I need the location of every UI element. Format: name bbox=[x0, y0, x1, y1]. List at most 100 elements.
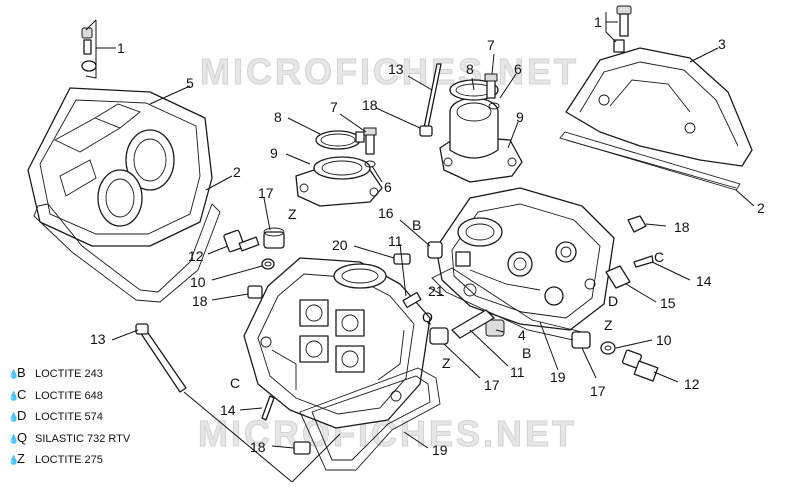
callout-21: 21 bbox=[428, 283, 444, 299]
nut-18-bottom bbox=[293, 441, 311, 455]
left-head-gasket bbox=[299, 367, 441, 471]
callout-C-right: C bbox=[654, 249, 664, 265]
legend-row-q: 💧Q SILASTIC 732 RTV bbox=[8, 427, 130, 449]
callout-14-right: 14 bbox=[696, 273, 712, 289]
callout-13-bottom: 13 bbox=[90, 331, 106, 347]
callout-6-left: 6 bbox=[384, 179, 392, 195]
sealing-washer-left bbox=[261, 258, 275, 270]
callout-9-right: 9 bbox=[516, 109, 524, 125]
callout-8-left: 8 bbox=[274, 109, 282, 125]
callout-Z-1: Z bbox=[288, 206, 297, 222]
callout-6-right: 6 bbox=[514, 61, 522, 77]
plug-left bbox=[263, 227, 285, 249]
callout-16: 16 bbox=[378, 205, 394, 221]
temperature-sensor-right bbox=[622, 349, 659, 382]
callout-Z-3: Z bbox=[442, 355, 451, 371]
callout-12-right: 12 bbox=[684, 376, 700, 392]
callout-18-top: 18 bbox=[362, 97, 378, 113]
callout-2-right: 2 bbox=[757, 200, 765, 216]
callout-19-left: 19 bbox=[432, 442, 448, 458]
callout-D: D bbox=[608, 293, 618, 309]
callout-B-2: B bbox=[522, 345, 531, 361]
callout-18-right: 18 bbox=[674, 219, 690, 235]
right-cover-screw bbox=[616, 5, 632, 37]
legend-code: B bbox=[17, 365, 26, 380]
callout-12-left: 12 bbox=[188, 248, 204, 264]
callout-11-bottom: 11 bbox=[510, 364, 525, 380]
long-stud-upper bbox=[419, 63, 442, 137]
nut-18-right-top bbox=[627, 215, 647, 233]
callout-C-left: C bbox=[230, 375, 240, 391]
legend-code: Q bbox=[17, 429, 28, 445]
callout-3: 3 bbox=[718, 36, 726, 52]
left-intake-clamp bbox=[315, 130, 365, 150]
left-flange-screw bbox=[363, 127, 377, 168]
callout-10-left: 10 bbox=[190, 274, 206, 290]
callout-10-right: 10 bbox=[656, 332, 672, 348]
bush-17-a bbox=[429, 327, 449, 345]
left-intake-flange bbox=[295, 156, 383, 207]
cap-nut-left bbox=[247, 285, 263, 299]
callout-17-right: 17 bbox=[590, 383, 606, 399]
droplet-icon: 💧 bbox=[8, 369, 20, 379]
callout-8-right: 8 bbox=[466, 61, 474, 77]
droplet-icon: 💧 bbox=[8, 433, 20, 444]
legend-row-d: 💧D LOCTITE 574 bbox=[8, 405, 130, 427]
callout-labels: 1 5 2 1 3 2 13 8 7 6 18 9 8 7 9 6 17 Z 1… bbox=[90, 14, 765, 458]
right-cylinder-head bbox=[435, 187, 615, 331]
callout-4: 4 bbox=[518, 327, 526, 343]
legend-row-b: 💧B LOCTITE 243 bbox=[8, 362, 130, 384]
leader-lines bbox=[85, 12, 755, 483]
droplet-icon: 💧 bbox=[8, 412, 20, 422]
callout-1-right: 1 bbox=[594, 14, 602, 30]
callout-2-left: 2 bbox=[233, 164, 241, 180]
legend-row-c: 💧C LOCTITE 648 bbox=[8, 384, 130, 406]
callout-17-mid: 17 bbox=[484, 377, 500, 393]
legend-code: Z bbox=[17, 451, 25, 466]
legend-text: SILASTIC 732 RTV bbox=[35, 432, 131, 445]
callout-18-left: 18 bbox=[192, 293, 208, 309]
callout-11-top: 11 bbox=[388, 233, 403, 249]
droplet-icon: 💧 bbox=[8, 390, 20, 401]
callout-13-top: 13 bbox=[388, 61, 404, 77]
callout-15: 15 bbox=[660, 295, 676, 311]
legend-text: LOCTITE 574 bbox=[35, 411, 103, 423]
legend-code: D bbox=[17, 408, 27, 423]
legend-text: LOCTITE 648 bbox=[35, 389, 103, 402]
bush-4 bbox=[485, 319, 505, 337]
left-valve-cover bbox=[27, 87, 213, 247]
watermark-top: MICROFICHES.NET bbox=[200, 51, 579, 92]
callout-Q: Q bbox=[422, 309, 433, 325]
legend-row-z: 💧Z LOCTITE 275 bbox=[8, 448, 130, 470]
left-valve-cover-gasket bbox=[33, 203, 221, 303]
left-cylinder-head bbox=[243, 257, 431, 429]
callout-19-right: 19 bbox=[550, 369, 566, 385]
bush-17-b bbox=[571, 331, 591, 349]
washer-10-right bbox=[600, 341, 616, 355]
callout-20: 20 bbox=[332, 237, 348, 253]
legend-code: C bbox=[17, 386, 27, 402]
callout-Z-2: Z bbox=[604, 317, 613, 333]
plate-11 bbox=[451, 309, 495, 339]
long-stud-lower bbox=[135, 323, 187, 393]
fitting-15 bbox=[605, 265, 631, 289]
callout-17-left: 17 bbox=[258, 185, 274, 201]
stud-14-right bbox=[633, 255, 654, 268]
callout-14-left: 14 bbox=[220, 402, 236, 418]
callout-5: 5 bbox=[186, 75, 194, 91]
callout-B-1: B bbox=[412, 217, 421, 233]
right-intake-flange bbox=[439, 97, 523, 183]
left-cover-screws bbox=[81, 27, 97, 72]
dowel-16 bbox=[427, 241, 443, 259]
right-flange-screw bbox=[484, 73, 500, 110]
callout-7-right: 7 bbox=[487, 37, 495, 53]
callout-9-left: 9 bbox=[270, 145, 278, 161]
legend-text: LOCTITE 243 bbox=[35, 368, 103, 380]
droplet-icon: 💧 bbox=[8, 455, 20, 465]
right-valve-cover-gasket bbox=[559, 131, 741, 191]
callout-1-left: 1 bbox=[117, 40, 125, 56]
temperature-sensor-left bbox=[223, 229, 260, 253]
legend-text: LOCTITE 275 bbox=[35, 454, 103, 466]
